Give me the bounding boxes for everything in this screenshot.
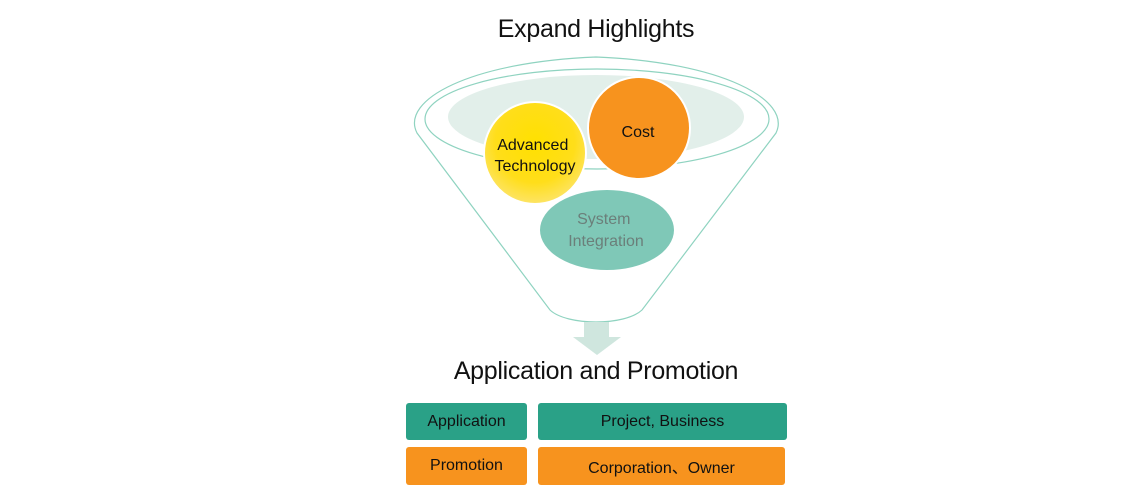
advanced-label-line1: Advanced — [497, 137, 568, 154]
funnel-outline — [414, 56, 779, 323]
diagram-title: Expand Highlights — [497, 15, 695, 43]
box-application: Application — [406, 403, 527, 440]
cost-label: Cost — [622, 124, 655, 141]
box-project-business: Project, Business — [538, 403, 787, 440]
box-promotion: Promotion — [406, 447, 527, 485]
funnel-diagram: System Integration Advanced Technology C… — [414, 56, 779, 355]
system-label-line2: Integration — [568, 233, 644, 250]
section-title: Application and Promotion — [453, 357, 739, 385]
box-corporation-owner: Corporation、Owner — [538, 447, 785, 485]
advanced-label-line2: Technology — [495, 158, 576, 175]
funnel-ring — [424, 68, 770, 170]
circle-cost — [587, 76, 691, 180]
circle-system-integration — [540, 190, 674, 270]
system-label-line1: System — [577, 211, 630, 228]
svg-text:Advanced Technology: Advanced Technology — [495, 137, 576, 175]
down-arrow-icon — [573, 322, 621, 355]
circle-advanced-technology — [483, 101, 587, 205]
svg-text:Cost: Cost — [622, 124, 655, 141]
svg-text:System Integration: System Integration — [568, 211, 644, 250]
